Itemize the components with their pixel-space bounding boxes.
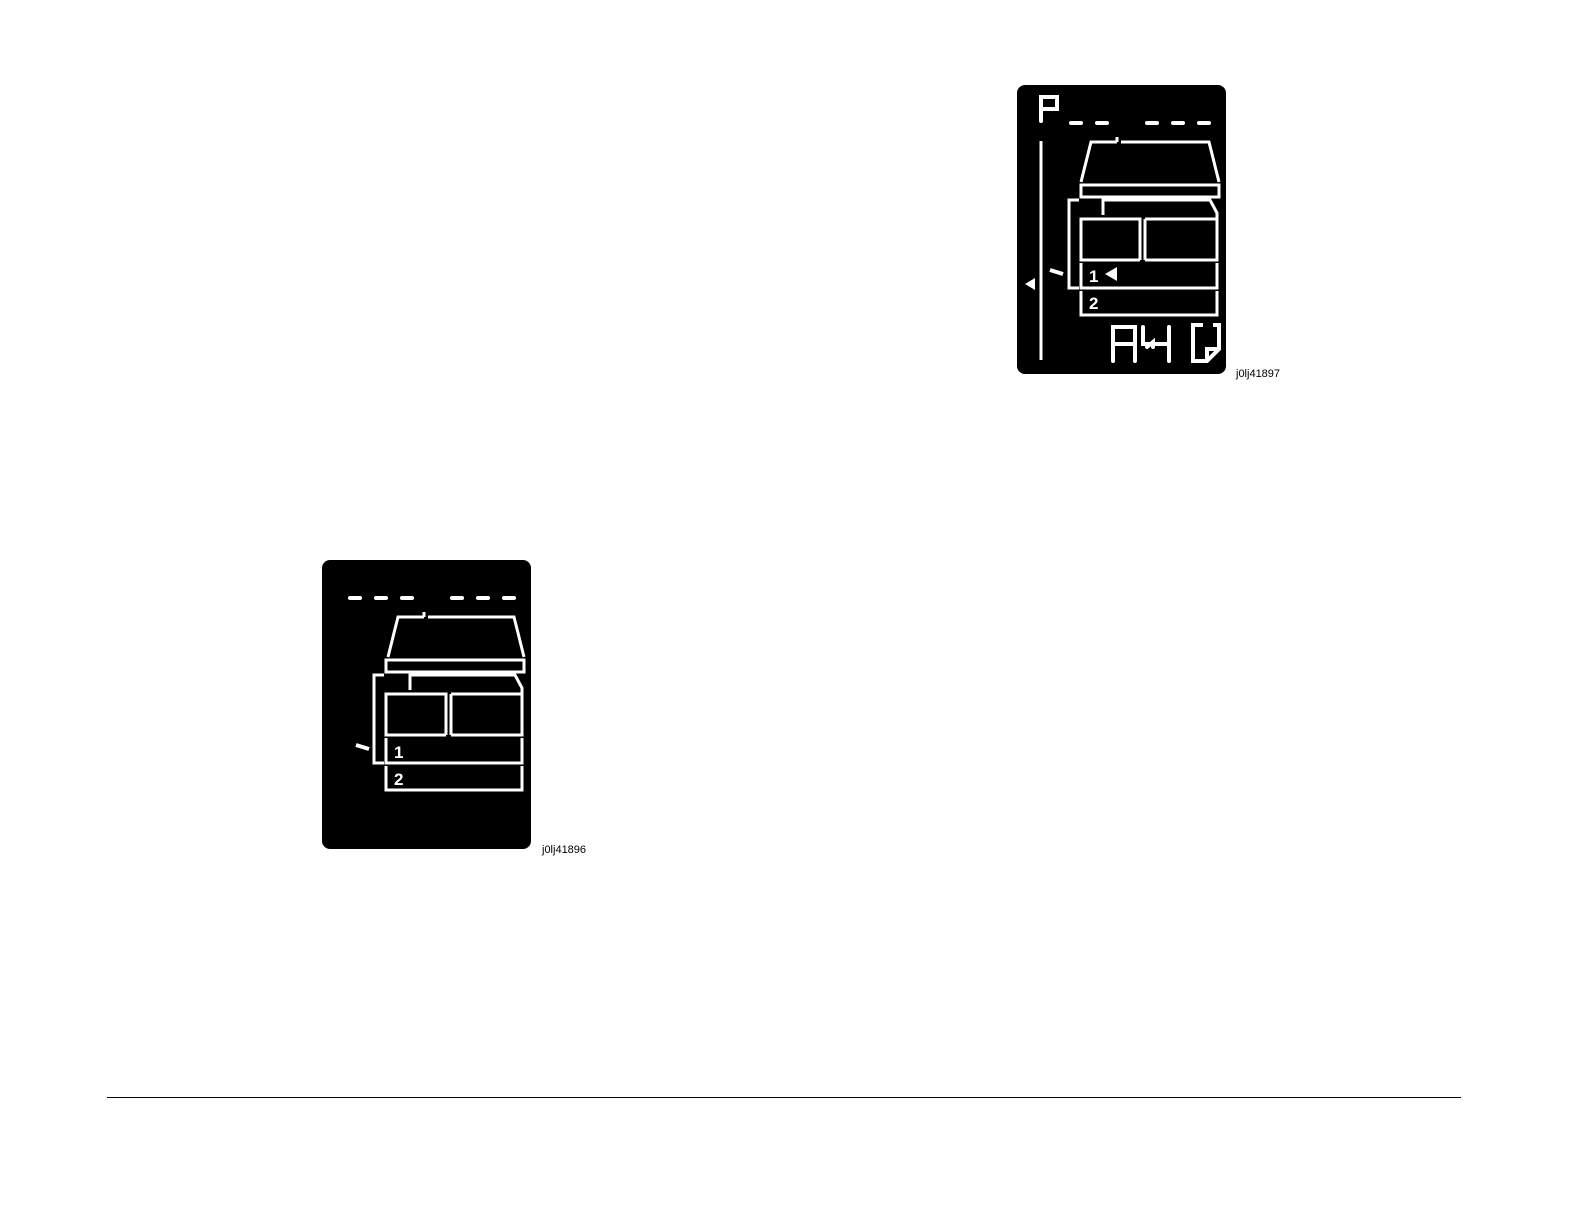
printer-icon: [356, 612, 524, 790]
paper-size-text: A4: [1017, 85, 1019, 86]
paper-size-readout: [1113, 327, 1169, 361]
printer-icon: [1050, 137, 1219, 315]
figure-id-label: j0lj41896: [542, 844, 586, 856]
tray-1-selected-arrow-icon: [1105, 267, 1117, 281]
lcd-display-graphic: 1 2 A4: [1017, 85, 1226, 374]
tray-2-label: 2: [1089, 294, 1098, 313]
paper-path-arrow-icon: [1025, 278, 1035, 290]
mode-character-p: [1041, 97, 1057, 121]
footer-divider: [107, 1097, 1461, 1098]
tray-1-label: 1: [1089, 267, 1098, 286]
lcd-panel-figure-2: 1 2 A4: [1017, 85, 1226, 374]
tray-1-label: 1: [394, 743, 403, 762]
tray-2-label: 2: [394, 770, 403, 789]
figure-id-label: j0lj41897: [1236, 368, 1280, 380]
lcd-display-graphic: 1 2: [322, 560, 531, 849]
lcd-panel-figure-1: 1 2: [322, 560, 531, 849]
paper-orientation-icon: [1193, 325, 1219, 361]
